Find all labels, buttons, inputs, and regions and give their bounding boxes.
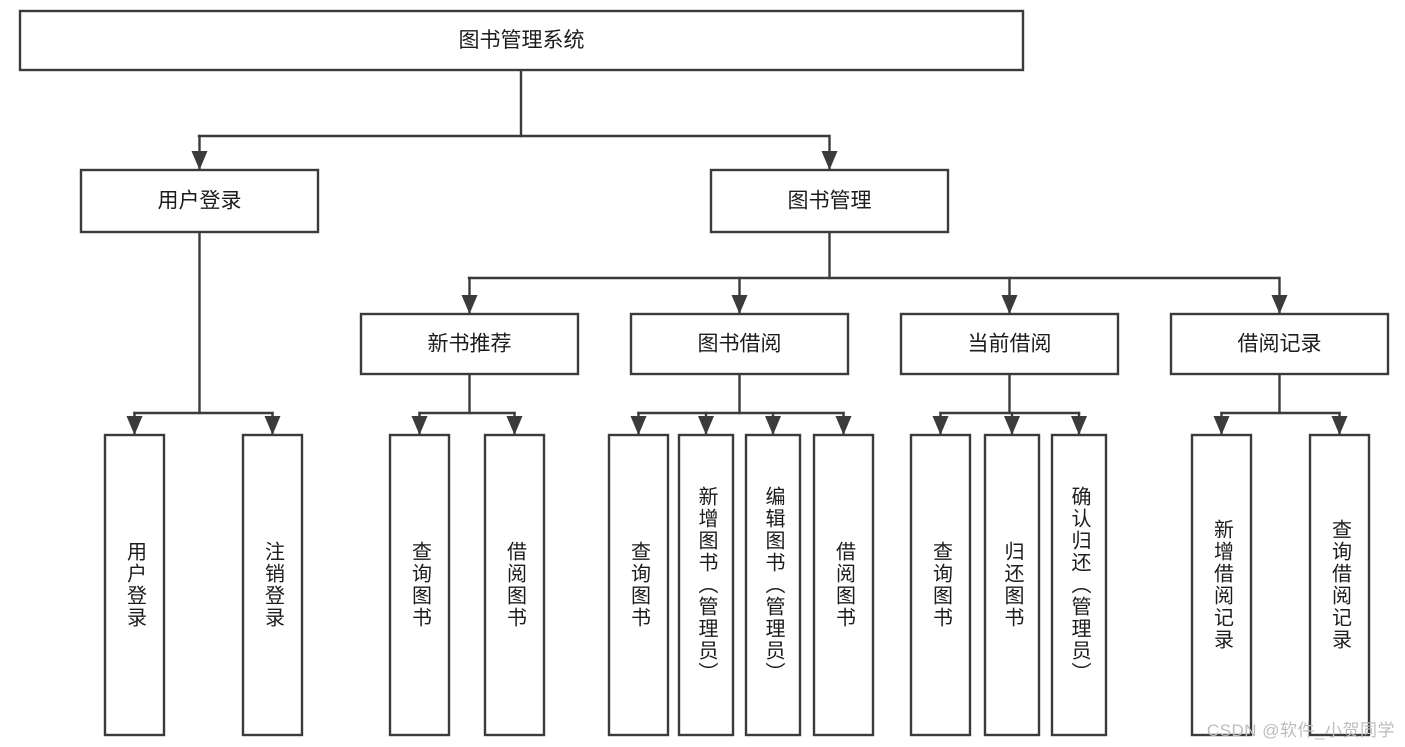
book-manage-box[interactable] (709, 168, 950, 234)
arrow-to-borrow-record (1271, 295, 1288, 314)
arrow-to-leaf-query-book-1 (411, 416, 428, 435)
connector-layer (126, 68, 1348, 436)
borrow-record-box[interactable] (1169, 312, 1390, 376)
arrow-to-leaf-borrow-book-1 (506, 416, 523, 435)
leaf-logout-box[interactable] (241, 433, 304, 737)
current-borrow-box[interactable] (899, 312, 1120, 376)
arrow-to-book-manage (821, 151, 838, 170)
arrow-to-book-borrow (731, 295, 748, 314)
book-borrow-label: 图书借阅 (698, 333, 782, 356)
user-login-box[interactable] (79, 168, 320, 234)
new-book-recommend-box[interactable] (359, 312, 580, 376)
arrow-to-leaf-add-record (1213, 416, 1230, 435)
arrow-to-leaf-user-login (126, 416, 143, 435)
book-borrow-box[interactable] (629, 312, 850, 376)
leaf-borrow-book-2-box[interactable] (812, 433, 875, 737)
new-book-recommend-label: 新书推荐 (428, 333, 512, 356)
user-login-label: 用户登录 (158, 190, 242, 213)
arrow-to-leaf-query-record (1331, 416, 1348, 435)
system-title-box[interactable] (18, 9, 1025, 72)
arrow-to-leaf-logout (264, 416, 281, 435)
arrow-to-leaf-edit-book (765, 416, 781, 435)
leaf-query-book-3-box[interactable] (909, 433, 972, 737)
leaf-borrow-book-1-box[interactable] (483, 433, 546, 737)
watermark-text: CSDN @软件_小贺同学 (1206, 721, 1395, 740)
arrow-to-leaf-query-book-3 (932, 416, 949, 435)
leaf-query-book-1-box[interactable] (388, 433, 451, 737)
book-manage-label: 图书管理 (788, 190, 872, 213)
leaf-user-login-box[interactable] (103, 433, 166, 737)
leaf-return-book-box[interactable] (983, 433, 1041, 737)
leaf-add-record-box[interactable] (1190, 433, 1253, 737)
arrow-to-leaf-return-book (1004, 416, 1020, 435)
borrow-record-label: 借阅记录 (1238, 333, 1322, 356)
arrow-to-new-book-recommend (461, 295, 478, 314)
arrow-to-current-borrow (1001, 295, 1018, 314)
arrow-to-leaf-add-book (698, 416, 714, 435)
leaf-query-record-box[interactable] (1308, 433, 1371, 737)
leaf-add-book-box[interactable] (677, 433, 735, 737)
system-title-label: 图书管理系统 (459, 29, 585, 52)
arrow-to-leaf-borrow-book-2 (835, 416, 852, 435)
leaf-confirm-return-box[interactable] (1050, 433, 1108, 737)
current-borrow-label: 当前借阅 (968, 333, 1052, 356)
leaf-edit-book-box[interactable] (744, 433, 802, 737)
arrow-to-leaf-confirm-return (1071, 416, 1087, 435)
arrow-to-leaf-query-book-2 (630, 416, 647, 435)
leaf-query-book-2-box[interactable] (607, 433, 670, 737)
arrow-to-user-login (191, 151, 208, 170)
